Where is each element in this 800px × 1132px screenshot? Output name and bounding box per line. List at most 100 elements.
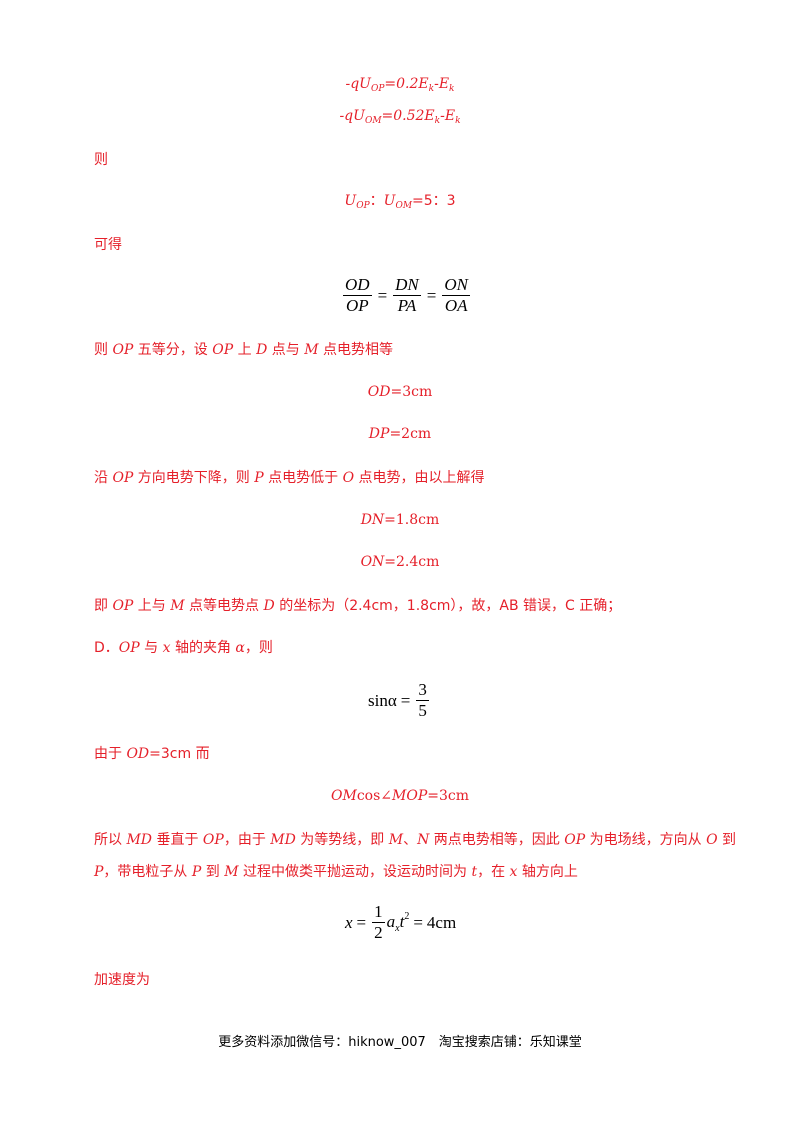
eq-text: =0.52E bbox=[381, 108, 435, 124]
eq-subscript: k bbox=[428, 84, 435, 94]
exponent: 2 bbox=[404, 911, 410, 922]
paragraph-option-d: D．OP 与 x 轴的夹角 α，则 bbox=[94, 638, 273, 658]
text: 轴的夹角 bbox=[170, 640, 236, 656]
variable: OP bbox=[202, 832, 224, 848]
eq-subscript: k bbox=[434, 116, 441, 126]
text: 过程中做类平抛运动，设运动时间为 bbox=[238, 864, 472, 880]
eq-text: =0.2E bbox=[384, 76, 429, 92]
eq-text: =2cm bbox=[389, 426, 432, 442]
eq-text: -E bbox=[440, 108, 456, 124]
eq-separator: ： bbox=[369, 193, 384, 209]
variable: OP bbox=[112, 342, 134, 358]
text: 垂直于 bbox=[152, 832, 203, 848]
variable: MD bbox=[270, 832, 296, 848]
text-get: 可得 bbox=[94, 237, 122, 253]
text: 与 bbox=[139, 640, 163, 656]
variable: α bbox=[235, 640, 245, 656]
variable: x bbox=[509, 864, 518, 880]
equals-sign: = bbox=[356, 912, 367, 932]
text: 点与 bbox=[267, 342, 305, 358]
variable: t bbox=[399, 912, 405, 931]
eq-text: U bbox=[383, 193, 396, 209]
eq-subscript: OP bbox=[370, 84, 385, 94]
variable: t bbox=[471, 864, 478, 880]
text: D． bbox=[94, 640, 119, 656]
text-then: 则 bbox=[94, 152, 108, 168]
text: ，由于 bbox=[223, 832, 271, 848]
eq-subscript: k bbox=[455, 116, 461, 126]
variable: OP bbox=[118, 640, 140, 656]
text-acceleration: 加速度为 bbox=[94, 972, 150, 988]
denominator: OP bbox=[345, 296, 369, 315]
text: 上 bbox=[233, 342, 257, 358]
text: 点电势低于 bbox=[263, 470, 343, 486]
equals-sign: = bbox=[377, 285, 388, 305]
variable: OP bbox=[212, 342, 234, 358]
equation-qU-OP: -qUOP=0.2Ek-Ek bbox=[0, 74, 800, 99]
variable: P bbox=[94, 864, 104, 880]
variable: M bbox=[388, 832, 404, 848]
text: 两点电势相等，因此 bbox=[429, 832, 565, 848]
equals-sign: = bbox=[400, 690, 411, 710]
text: 即 bbox=[94, 598, 113, 614]
variable: P bbox=[254, 470, 264, 486]
eq-text: =3cm bbox=[427, 788, 469, 804]
eq-subscript: OM bbox=[364, 116, 382, 126]
paragraph-projectile: P，带电粒子从 P 到 M 过程中做类平抛运动，设运动时间为 t，在 x 轴方向… bbox=[94, 862, 578, 882]
variable: D bbox=[256, 342, 268, 358]
equation-dp: DP=2cm bbox=[0, 424, 800, 444]
denominator: PA bbox=[397, 296, 417, 315]
variable: a bbox=[386, 912, 396, 931]
variable: M bbox=[224, 864, 239, 880]
acceleration-term: axt2 bbox=[387, 911, 410, 934]
equation-od: OD=3cm bbox=[0, 382, 800, 402]
text: 则 bbox=[94, 342, 113, 358]
variable: ON bbox=[360, 554, 385, 570]
text: 到 bbox=[201, 864, 225, 880]
paragraph-op-divide: 则 OP 五等分，设 OP 上 D 点与 M 点电势相等 bbox=[94, 340, 393, 360]
denominator: 5 bbox=[418, 701, 427, 720]
eq-subscript: OM bbox=[395, 201, 413, 211]
variable: DN bbox=[360, 512, 385, 528]
eq-text: -qU bbox=[345, 76, 371, 92]
variable: OD bbox=[126, 746, 150, 762]
eq-rhs: 4cm bbox=[426, 912, 457, 932]
text: 为等势线，即 bbox=[295, 832, 389, 848]
variable: OD bbox=[367, 384, 391, 400]
eq-subscript: OP bbox=[356, 201, 370, 211]
variable: x bbox=[162, 640, 171, 656]
variable: MOP bbox=[392, 788, 428, 804]
text: 五等分，设 bbox=[133, 342, 213, 358]
text: 所以 bbox=[94, 832, 127, 848]
eq-text: =2.4cm bbox=[384, 554, 440, 570]
text: ，则 bbox=[244, 640, 273, 656]
variable: DP bbox=[368, 426, 390, 442]
variable: x bbox=[345, 912, 353, 932]
denominator: 2 bbox=[374, 923, 383, 942]
text: 轴方向上 bbox=[517, 864, 578, 880]
variable: M bbox=[304, 342, 319, 358]
variable: O bbox=[706, 832, 718, 848]
variable: MD bbox=[126, 832, 153, 848]
paragraph-md-perpendicular: 所以 MD 垂直于 OP，由于 MD 为等势线，即 M、N 两点电势相等，因此 … bbox=[94, 830, 736, 850]
text: 点等电势点 bbox=[184, 598, 264, 614]
text: 到 bbox=[717, 832, 736, 848]
numerator: 1 bbox=[372, 902, 385, 923]
variable: OM bbox=[331, 788, 357, 804]
eq-lhs: sinα bbox=[368, 690, 397, 710]
text: 沿 bbox=[94, 470, 113, 486]
text: 、 bbox=[403, 832, 418, 848]
eq-text: =1.8cm bbox=[384, 512, 440, 528]
variable: P bbox=[191, 864, 202, 880]
eq-text: =5：3 bbox=[412, 193, 456, 209]
text: 为电场线，方向从 bbox=[585, 832, 707, 848]
text: ，带电粒子从 bbox=[103, 864, 192, 880]
paragraph-potential-drop: 沿 OP 方向电势下降，则 P 点电势低于 O 点电势，由以上解得 bbox=[94, 468, 485, 488]
equation-dn: DN=1.8cm bbox=[0, 510, 800, 530]
text: 点电势，由以上解得 bbox=[354, 470, 485, 486]
